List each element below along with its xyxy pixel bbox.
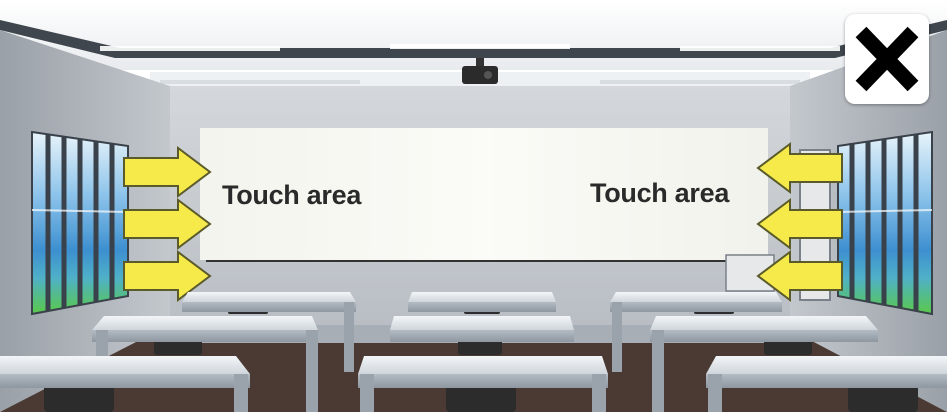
projector: [462, 66, 498, 84]
close-button[interactable]: [845, 14, 929, 104]
ceiling-light: [160, 80, 360, 84]
ceiling-light: [100, 46, 280, 51]
ceiling-light: [680, 46, 840, 51]
ceiling: [0, 0, 947, 70]
left-touch-sensor-panel: [32, 132, 128, 314]
left-arrows: [124, 148, 210, 300]
ceiling-light: [600, 80, 800, 84]
close-x-icon: [845, 14, 929, 104]
ceiling-light: [390, 44, 570, 49]
left-touch-area-label: Touch area: [222, 180, 361, 211]
desk: [408, 292, 556, 314]
right-touch-sensor-panel: [838, 132, 932, 314]
projector-lens: [484, 71, 492, 79]
right-arrows: [758, 144, 842, 300]
right-touch-area-label: Touch area: [590, 178, 729, 209]
